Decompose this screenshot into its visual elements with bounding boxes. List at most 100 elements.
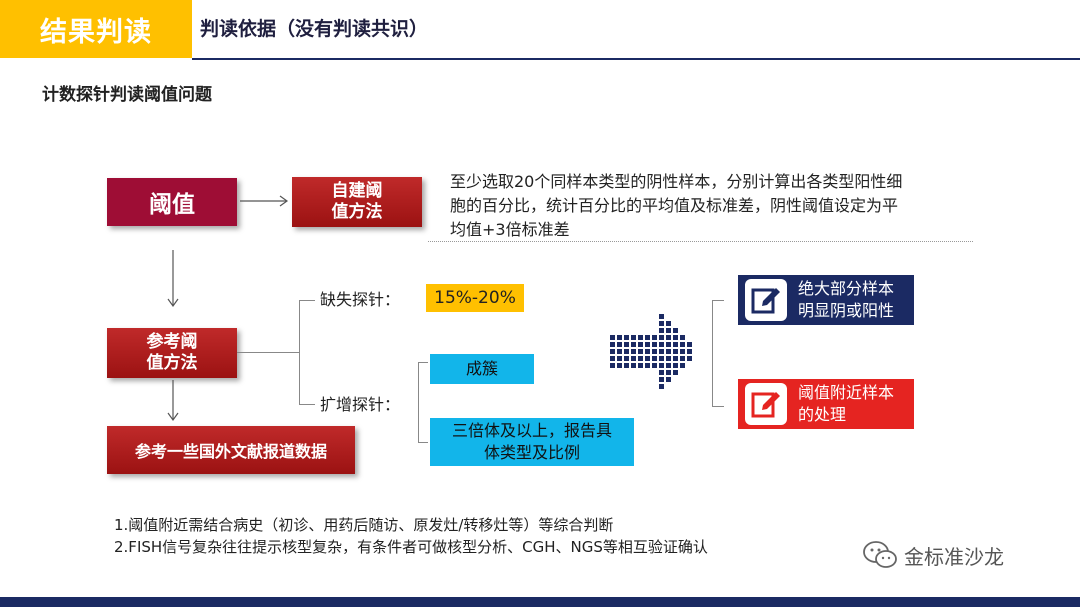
header-divider (192, 58, 1080, 60)
result-bracket-top (712, 300, 724, 301)
result-near-box: 阈值附近样本 的处理 (738, 379, 914, 429)
arrow-dot (631, 356, 636, 361)
result-near-line-1: 阈值附近样本 (798, 383, 895, 402)
arrow-dot (680, 356, 685, 361)
result-clear-box: 绝大部分样本 明显阴或阳性 (738, 275, 914, 325)
pencil-edit-icon (745, 383, 787, 425)
result-clear-icon-wrap (738, 275, 794, 325)
pencil-edit-icon (745, 279, 787, 321)
arrow-dot (617, 356, 622, 361)
arrow-dot (659, 328, 664, 333)
triploid-line-1: 三倍体及以上，报告具 (451, 421, 612, 440)
arrow-dot (687, 356, 692, 361)
loss-probe-label: 缺失探针： (320, 290, 401, 309)
arrow-dot (666, 363, 671, 368)
reference-method-box: 参考阈 值方法 (107, 328, 237, 378)
arrow-dot (673, 370, 678, 375)
arrow-dot (659, 377, 664, 382)
arrow-dot (617, 335, 622, 340)
arrow-dot (680, 342, 685, 347)
arrow-dot (610, 363, 615, 368)
connector-bottom (299, 404, 315, 405)
arrow-dot (666, 356, 671, 361)
arrow-right-dots-icon (610, 314, 692, 389)
arrow-dot (638, 363, 643, 368)
self-built-description: 至少选取20个同样本类型的阴性样本，分别计算出各类型阳性细 胞的百分比，统计百分… (450, 170, 970, 242)
arrow-dot (659, 363, 664, 368)
arrow-dot (659, 356, 664, 361)
arrow-dot (673, 356, 678, 361)
arrow-dot (652, 349, 657, 354)
connector-top (299, 300, 315, 301)
result-bracket-vertical (712, 300, 713, 406)
arrow-right-icon (240, 195, 289, 207)
arrow-dot (624, 335, 629, 340)
arrow-dot (659, 370, 664, 375)
self-built-line-2: 值方法 (331, 202, 383, 222)
arrow-dot (624, 356, 629, 361)
reference-line-2: 值方法 (146, 353, 198, 373)
arrow-dot (673, 363, 678, 368)
arrow-dot (687, 349, 692, 354)
watermark-text: 金标准沙龙 (904, 544, 1004, 569)
wechat-icon (863, 541, 897, 568)
result-clear-line-1: 绝大部分样本 (798, 279, 895, 298)
dotted-divider (428, 241, 973, 242)
self-built-line-1: 自建阈 (331, 181, 383, 201)
desc-line-2: 胞的百分比，统计百分比的平均值及标准差，阴性阈值设定为平 (450, 196, 899, 215)
note-2: 2.FISH信号复杂往往提示核型复杂，有条件者可做核型分析、CGH、NGS等相互… (114, 538, 708, 556)
connector-vertical (299, 300, 300, 404)
arrow-dot (645, 349, 650, 354)
arrow-dot (673, 349, 678, 354)
arrow-dot (680, 335, 685, 340)
foreign-literature-box: 参考一些国外文献报道数据 (107, 426, 355, 474)
arrow-dot (624, 342, 629, 347)
loss-probe-value: 15%-20% (426, 284, 524, 312)
arrow-dot (645, 342, 650, 347)
arrow-dot (680, 349, 685, 354)
footer-bar (0, 597, 1080, 607)
header-subtitle: 判读依据（没有判读共识） (200, 18, 429, 40)
arrow-dot (652, 363, 657, 368)
result-near-icon-wrap (738, 379, 794, 429)
note-1: 1.阈值附近需结合病史（初诊、用药后随访、原发灶/转移灶等）等综合判断 (114, 516, 614, 534)
arrow-dot (652, 356, 657, 361)
arrow-dot (666, 377, 671, 382)
watermark: 金标准沙龙 (862, 540, 1004, 570)
arrow-dot (666, 349, 671, 354)
section-tab: 结果判读 (0, 0, 192, 58)
arrow-dot (659, 321, 664, 326)
connector-horizontal (237, 352, 299, 353)
reference-line-1: 参考阈 (146, 332, 198, 352)
amp-cluster-box: 成簇 (430, 354, 534, 384)
arrow-dot (610, 342, 615, 347)
arrow-dot (666, 335, 671, 340)
result-clear-line-2: 明显阴或阳性 (798, 301, 895, 320)
arrow-dot (666, 328, 671, 333)
self-built-method-box: 自建阈 值方法 (292, 177, 422, 227)
arrow-dot (673, 335, 678, 340)
arrow-dot (687, 342, 692, 347)
amp-triploid-box: 三倍体及以上，报告具 体类型及比例 (430, 418, 634, 466)
amp-probe-label: 扩增探针： (320, 395, 401, 414)
arrow-dot (617, 363, 622, 368)
arrow-dot (631, 349, 636, 354)
result-bracket-bottom (712, 406, 724, 407)
arrow-dot (624, 349, 629, 354)
amp-bracket-vertical (418, 362, 419, 442)
arrow-dot (638, 342, 643, 347)
arrow-dot (617, 342, 622, 347)
arrow-dot (659, 335, 664, 340)
desc-line-3: 均值+3倍标准差 (450, 220, 570, 239)
arrow-dot (673, 328, 678, 333)
amp-bracket-top (418, 362, 428, 363)
arrow-dot (645, 363, 650, 368)
arrow-dot (659, 384, 664, 389)
arrow-dot (645, 356, 650, 361)
arrow-dot (652, 342, 657, 347)
arrow-dot (638, 335, 643, 340)
amp-bracket-bottom (418, 442, 428, 443)
arrow-dot (652, 335, 657, 340)
arrow-dot (631, 363, 636, 368)
arrow-dot (673, 342, 678, 347)
